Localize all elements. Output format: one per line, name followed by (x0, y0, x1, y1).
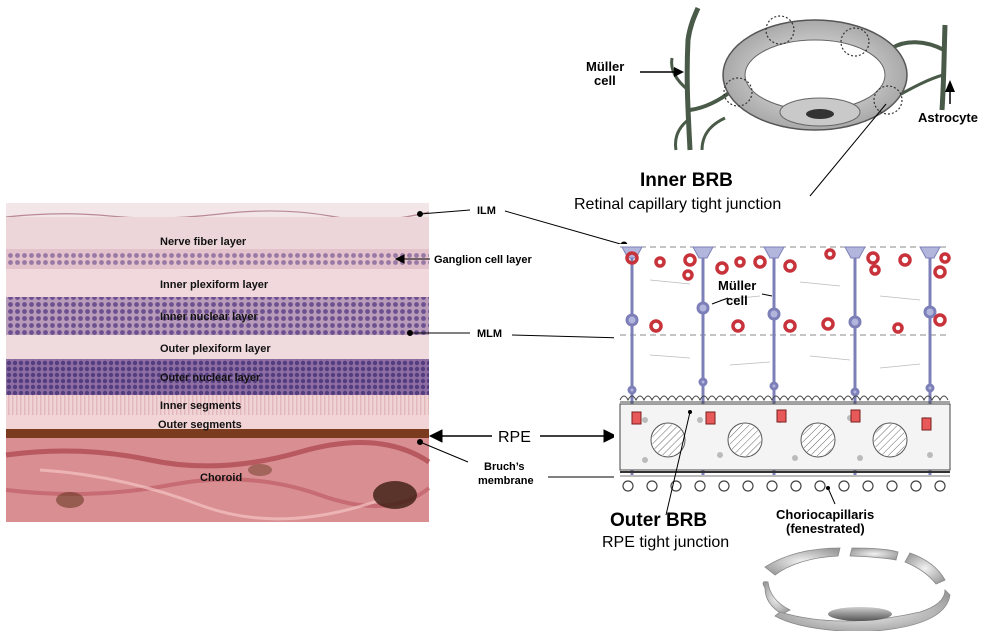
fenestrated-capillary (762, 547, 951, 631)
layer-label: Nerve fiber layer (160, 236, 247, 248)
muller-cell-label-top-1: Müller (586, 59, 624, 74)
ilm-label: ILM (477, 205, 496, 217)
bruch-label-2: membrane (478, 475, 534, 487)
inner-brb-subtitle: Retinal capillary tight junction (574, 196, 781, 213)
retina-schematic (614, 244, 951, 516)
bruch-label-1: Bruch’s (484, 461, 525, 473)
layer-label: Inner plexiform layer (160, 279, 269, 291)
inner-brb-title: Inner BRB (640, 170, 733, 191)
muller-cell-label-schematic-1: Müller (718, 278, 756, 293)
ganglion-cell-layer-label: Ganglion cell layer (434, 254, 533, 266)
mlm-label: MLM (477, 328, 502, 340)
outer-brb-subtitle: RPE tight junction (602, 534, 729, 551)
histology-image (5, 203, 431, 522)
rpe-label: RPE (498, 429, 531, 446)
muller-cell-label-top-2: cell (594, 73, 616, 88)
choriocapillaris-label-1: Choriocapillaris (776, 507, 874, 522)
outer-brb-title: Outer BRB (610, 510, 707, 531)
layer-label: Outer nuclear layer (160, 372, 261, 384)
inner-brb-capillary (640, 7, 955, 197)
layer-label: Outer plexiform layer (160, 343, 271, 355)
choriocapillaris-label-2: (fenestrated) (786, 521, 865, 536)
layer-label: Inner segments (160, 400, 241, 412)
layer-label: Choroid (200, 472, 242, 484)
muller-cell-label-schematic-2: cell (726, 293, 748, 308)
layer-label: Inner nuclear layer (160, 311, 259, 323)
astrocyte-label: Astrocyte (918, 110, 978, 125)
layer-label: Outer segments (158, 419, 242, 431)
callouts (394, 209, 628, 481)
